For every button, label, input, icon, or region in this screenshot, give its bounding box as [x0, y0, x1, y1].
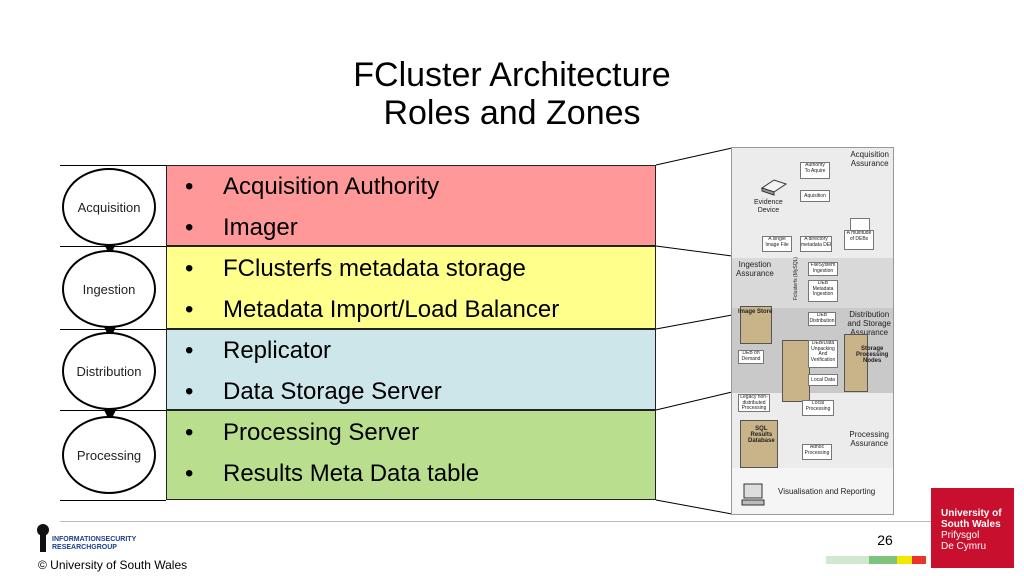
dir-metadata-box: A directory metadata DEB: [800, 236, 832, 252]
title-line-2: Roles and Zones: [383, 94, 641, 132]
divider-line-1: [60, 165, 166, 166]
adhoc-box: Adhoc Processing: [802, 444, 832, 460]
color-bar-segment: [911, 556, 926, 564]
role-processing: Processing: [62, 416, 156, 494]
fs-ingestion-box: FileSystem Ingestion: [808, 262, 838, 276]
single-image-box: A single Image File: [762, 236, 792, 252]
local-data-box: Local Data: [808, 374, 838, 386]
copyright-text: © University of South Wales: [38, 558, 188, 572]
visualisation-label: Visualisation and Reporting: [778, 487, 876, 496]
role-distribution: Distribution: [62, 332, 156, 410]
legacy-box: Legacy non- distributed Processing: [738, 394, 770, 412]
bullet-item: •Data Storage Server: [185, 378, 442, 405]
deb-unpacking-box: DEB/Data Unpacking And Verification: [808, 340, 838, 368]
image-store-label: Image Store: [738, 309, 773, 315]
color-bar-segment: [868, 556, 898, 564]
bullet-item: •Results Meta Data table: [185, 460, 480, 487]
bullet-item: •Replicator: [185, 337, 332, 364]
architecture-diagram: Acquisition Assurance Ingestion Assuranc…: [731, 147, 894, 515]
storage-node-icon: [844, 334, 868, 392]
zone-ingestion: [166, 246, 656, 329]
title-line-1: FCluster Architecture: [353, 56, 671, 94]
divider-line-4: [60, 410, 166, 411]
bullet-item: •FClusterfs metadata storage: [185, 255, 526, 282]
color-bar-segment: [826, 556, 869, 564]
diagram-label-distribution: Distribution and Storage Assurance: [847, 310, 891, 337]
role-ingestion: Ingestion: [62, 250, 156, 328]
isrg-logo-text: INFORMATIONSECURITY RESEARCHGROUP: [52, 536, 137, 551]
authority-box: Authority To Aquire: [800, 162, 830, 179]
bullet-item: •Acquisition Authority: [185, 173, 440, 200]
storage-nodes-label: Storage Processing Nodes: [856, 346, 889, 364]
diagram-label-ingestion: Ingestion Assurance: [736, 260, 774, 278]
bullet-item: •Processing Server: [185, 419, 420, 446]
multitude-box: A multitude of DEBs: [844, 230, 874, 250]
footer-divider: [60, 521, 970, 522]
divider-line-5: [60, 500, 166, 501]
evidence-device-icon: [760, 179, 788, 196]
workstation-icon: [741, 483, 765, 506]
evidence-device-label: Evidence Device: [754, 199, 783, 214]
zone-distribution: [166, 329, 656, 410]
zone-processing: [166, 410, 656, 500]
page-number: 26: [877, 532, 893, 548]
diagram-label-processing: Processing Assurance: [849, 430, 889, 448]
color-bar: [826, 556, 926, 564]
deb-metadata-ingestion-box: DEB Metadata Ingestion: [808, 280, 838, 302]
role-acquisition: Acquisition: [62, 168, 156, 246]
sql-results-server-icon: [740, 420, 778, 468]
university-logo: University of South Wales Prifysgol De C…: [931, 488, 1014, 568]
bullet-item: •Imager: [185, 214, 298, 241]
zone-acquisition: [166, 165, 656, 246]
fclusterfs-label: Fclusterfs (MySQL): [793, 256, 799, 300]
divider-line-3: [60, 329, 166, 330]
aquisition-box: Aquisition: [800, 190, 830, 202]
slide-title: FCluster Architecture Roles and Zones: [0, 56, 1024, 132]
divider-line-2: [60, 246, 166, 247]
color-bar-segment: [897, 556, 912, 564]
keyhole-logo-icon: [37, 524, 49, 552]
deb-distribution-box: DEB Distribution: [808, 312, 836, 326]
deb-on-demand-box: DEB on Demand: [738, 350, 764, 364]
bullet-item: •Metadata Import/Load Balancer: [185, 296, 560, 323]
diagram-label-acquisition: Acquisition Assurance: [850, 150, 889, 168]
image-store-server-icon: [740, 306, 772, 344]
storage-server-icon: [782, 340, 810, 402]
connector-lines: [655, 147, 733, 515]
local-processing-box: Local Processing: [802, 400, 834, 416]
sql-results-label: SQL Results Database: [748, 426, 775, 444]
